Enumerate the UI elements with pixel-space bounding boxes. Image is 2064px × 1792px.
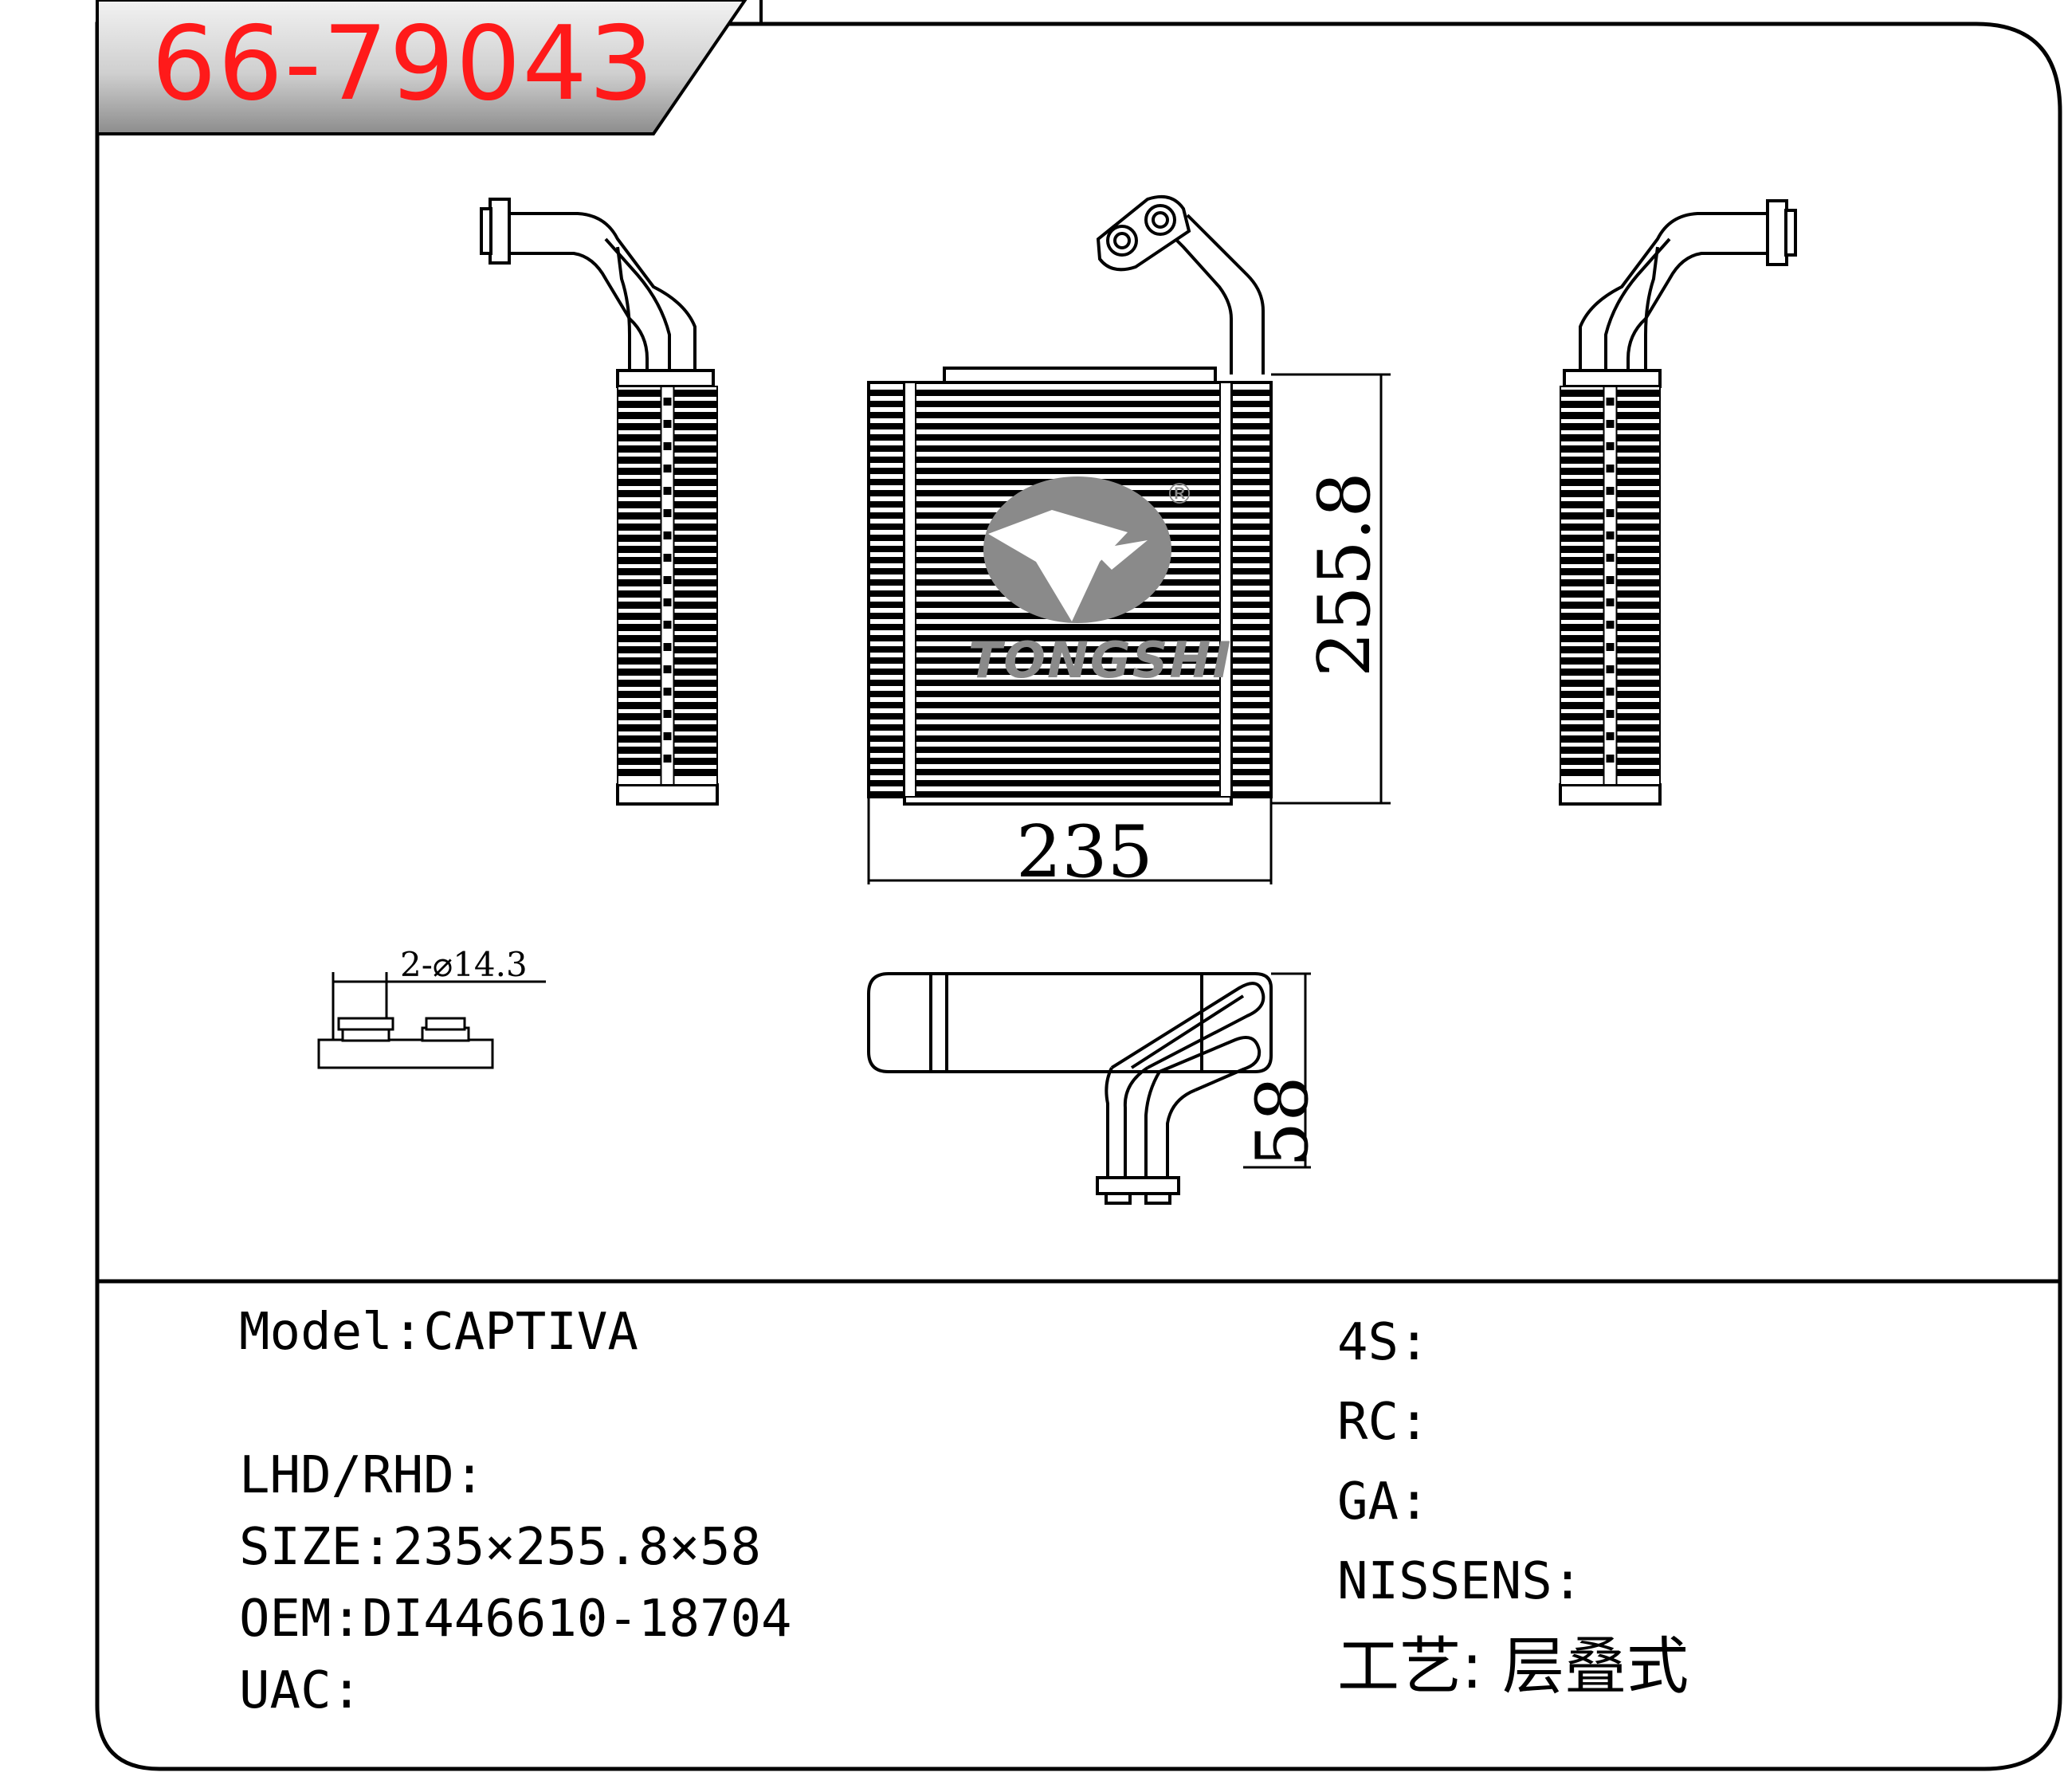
slot-mark	[663, 621, 672, 629]
width-dimension	[867, 797, 1273, 884]
slot-mark	[663, 643, 672, 651]
core-tube	[868, 735, 1272, 742]
core-tube	[868, 713, 1272, 720]
side-view-left	[480, 198, 719, 806]
slot-mark	[1606, 621, 1615, 629]
core-tube	[868, 423, 1272, 429]
slot-mark	[663, 465, 672, 473]
core-tube	[868, 646, 1272, 653]
slot-mark	[1606, 398, 1615, 406]
4s-line: 4S:	[1337, 1313, 1430, 1372]
slot-mark	[1606, 465, 1615, 473]
height-label: 255.8	[1303, 472, 1387, 677]
slot-mark	[1606, 665, 1615, 673]
slot-mark	[663, 487, 672, 495]
part-number-title: 66-79043	[151, 5, 656, 124]
core-header-right	[1219, 382, 1232, 798]
core-tube	[868, 669, 1272, 675]
slot-mark	[663, 688, 672, 696]
core-tube	[868, 724, 1272, 731]
side-center-slot	[660, 386, 675, 786]
core-tube	[868, 390, 1272, 396]
core-tube	[868, 791, 1272, 798]
core-tube	[868, 624, 1272, 630]
side-view-right	[1559, 199, 1797, 806]
lhd-rhd-line: LHD/RHD:	[239, 1446, 485, 1505]
core-tube	[868, 657, 1272, 664]
oem-line: OEM:DI446610-18704	[239, 1590, 792, 1649]
top-view	[867, 972, 1311, 1205]
tongshi-logo: ® TONGSHI	[968, 476, 1232, 689]
slot-mark	[663, 732, 672, 740]
core-tube	[868, 780, 1272, 786]
core-tube	[868, 434, 1272, 441]
slot-mark	[1606, 420, 1615, 428]
core-tube	[868, 457, 1272, 463]
slot-mark	[663, 755, 672, 763]
slot-mark	[1606, 487, 1615, 495]
core-tube	[868, 747, 1272, 753]
core-tube	[868, 635, 1272, 641]
width-label: 235	[1016, 810, 1153, 894]
rc-line: RC:	[1337, 1393, 1430, 1452]
slot-mark	[663, 554, 672, 562]
depth-label: 58	[1241, 1076, 1324, 1167]
slot-mark	[663, 598, 672, 606]
side-center-slot	[1603, 386, 1618, 786]
side-fins-right	[1560, 386, 1661, 786]
uac-line: UAC:	[239, 1661, 363, 1720]
title-banner	[96, 0, 748, 135]
slot-mark	[1606, 442, 1615, 450]
slot-mark	[1606, 554, 1615, 562]
registered-mark: ®	[1165, 478, 1194, 511]
slot-mark	[663, 665, 672, 673]
logo-wordmark: TONGSHI	[968, 631, 1232, 689]
slot-mark	[1606, 531, 1615, 539]
pipe-diameter-label: 2-⌀14.3	[400, 945, 528, 984]
slot-mark	[1606, 710, 1615, 718]
process-line: 工艺: 层叠式	[1337, 1631, 1689, 1703]
side-fins-left	[617, 386, 718, 786]
height-dimension	[1271, 373, 1391, 805]
core-tube	[868, 702, 1272, 708]
slot-mark	[663, 442, 672, 450]
slot-mark	[663, 398, 672, 406]
core-tube	[868, 412, 1272, 418]
slot-mark	[663, 710, 672, 718]
slot-mark	[663, 420, 672, 428]
slot-mark	[663, 531, 672, 539]
model-line: Model:CAPTIVA	[239, 1303, 638, 1362]
core-tube	[868, 758, 1272, 764]
flange-detail	[317, 972, 546, 1069]
slot-mark	[1606, 755, 1615, 763]
slot-mark	[1606, 643, 1615, 651]
core-tube	[868, 769, 1272, 775]
outer-frame	[95, 22, 2062, 1771]
slot-mark	[663, 509, 672, 517]
slot-mark	[1606, 598, 1615, 606]
slot-mark	[1606, 732, 1615, 740]
core-header-left	[904, 382, 916, 798]
core-tube	[868, 445, 1272, 452]
core-tube	[868, 691, 1272, 697]
size-line: SIZE:235×255.8×58	[239, 1518, 762, 1577]
core-tube	[868, 468, 1272, 474]
slot-mark	[1606, 688, 1615, 696]
slot-mark	[1606, 576, 1615, 584]
ga-line: GA:	[1337, 1472, 1430, 1531]
nissens-line: NISSENS:	[1337, 1552, 1583, 1611]
core-tube	[868, 680, 1272, 686]
core-tube	[868, 401, 1272, 407]
slot-mark	[1606, 509, 1615, 517]
slot-mark	[663, 576, 672, 584]
